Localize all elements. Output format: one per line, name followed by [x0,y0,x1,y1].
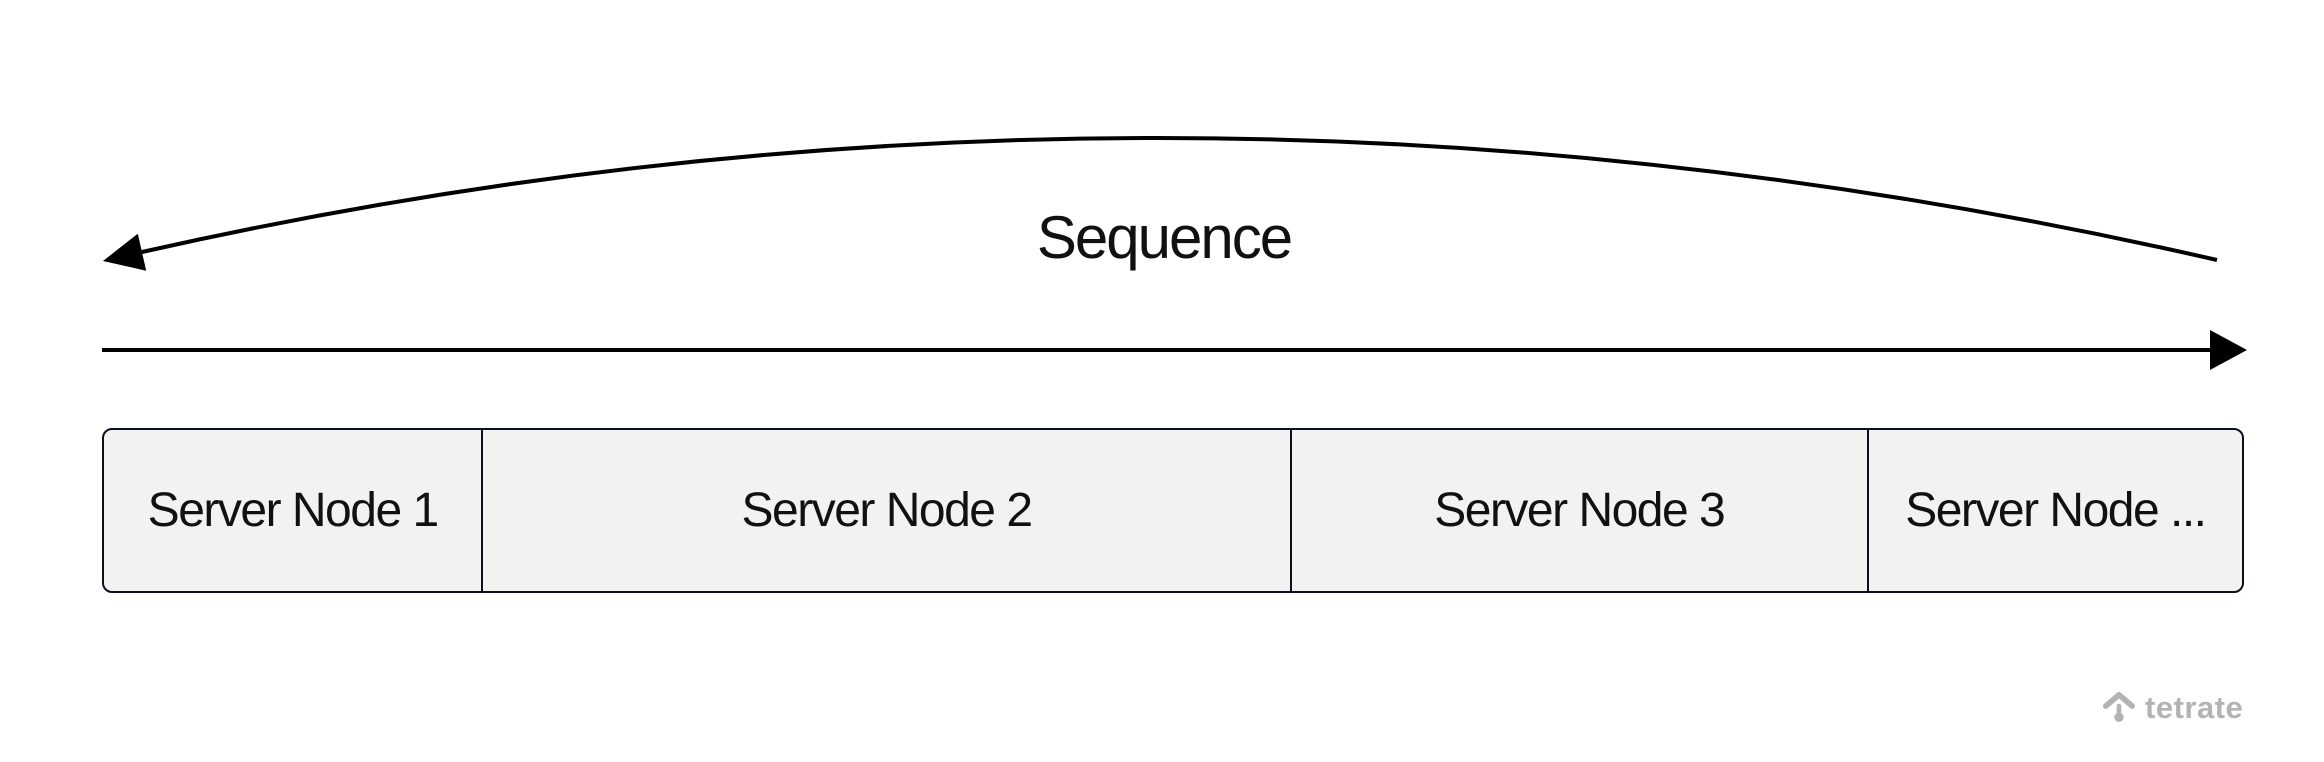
timeline-arrow [102,330,2247,370]
tetrate-logo-icon [2103,691,2135,723]
sequence-arc-arrowhead-left-icon [103,233,147,271]
server-node-2-label: Server Node 2 [741,483,1034,537]
server-node-row: Server Node 1 Server Node 2 Server Node … [102,428,2244,593]
server-node-1-label: Server Node 1 [147,483,440,537]
server-node-1: Server Node 1 [104,430,481,591]
server-node-3-label: Server Node 3 [1434,483,1726,537]
tetrate-logo-text: tetrate [2145,690,2244,725]
server-node-2: Server Node 2 [481,430,1289,591]
sequence-label: Sequence [1036,204,1293,271]
sequence-arc-arrow [103,136,2218,271]
server-node-more: Server Node ... [1866,430,2242,591]
server-node-more-label: Server Node ... [1905,483,2207,537]
sequence-arc-line [141,136,2218,262]
timeline-arrowhead-right-icon [2210,330,2247,370]
server-node-3: Server Node 3 [1289,430,1867,591]
tetrate-logo: tetrate [2102,691,2243,723]
